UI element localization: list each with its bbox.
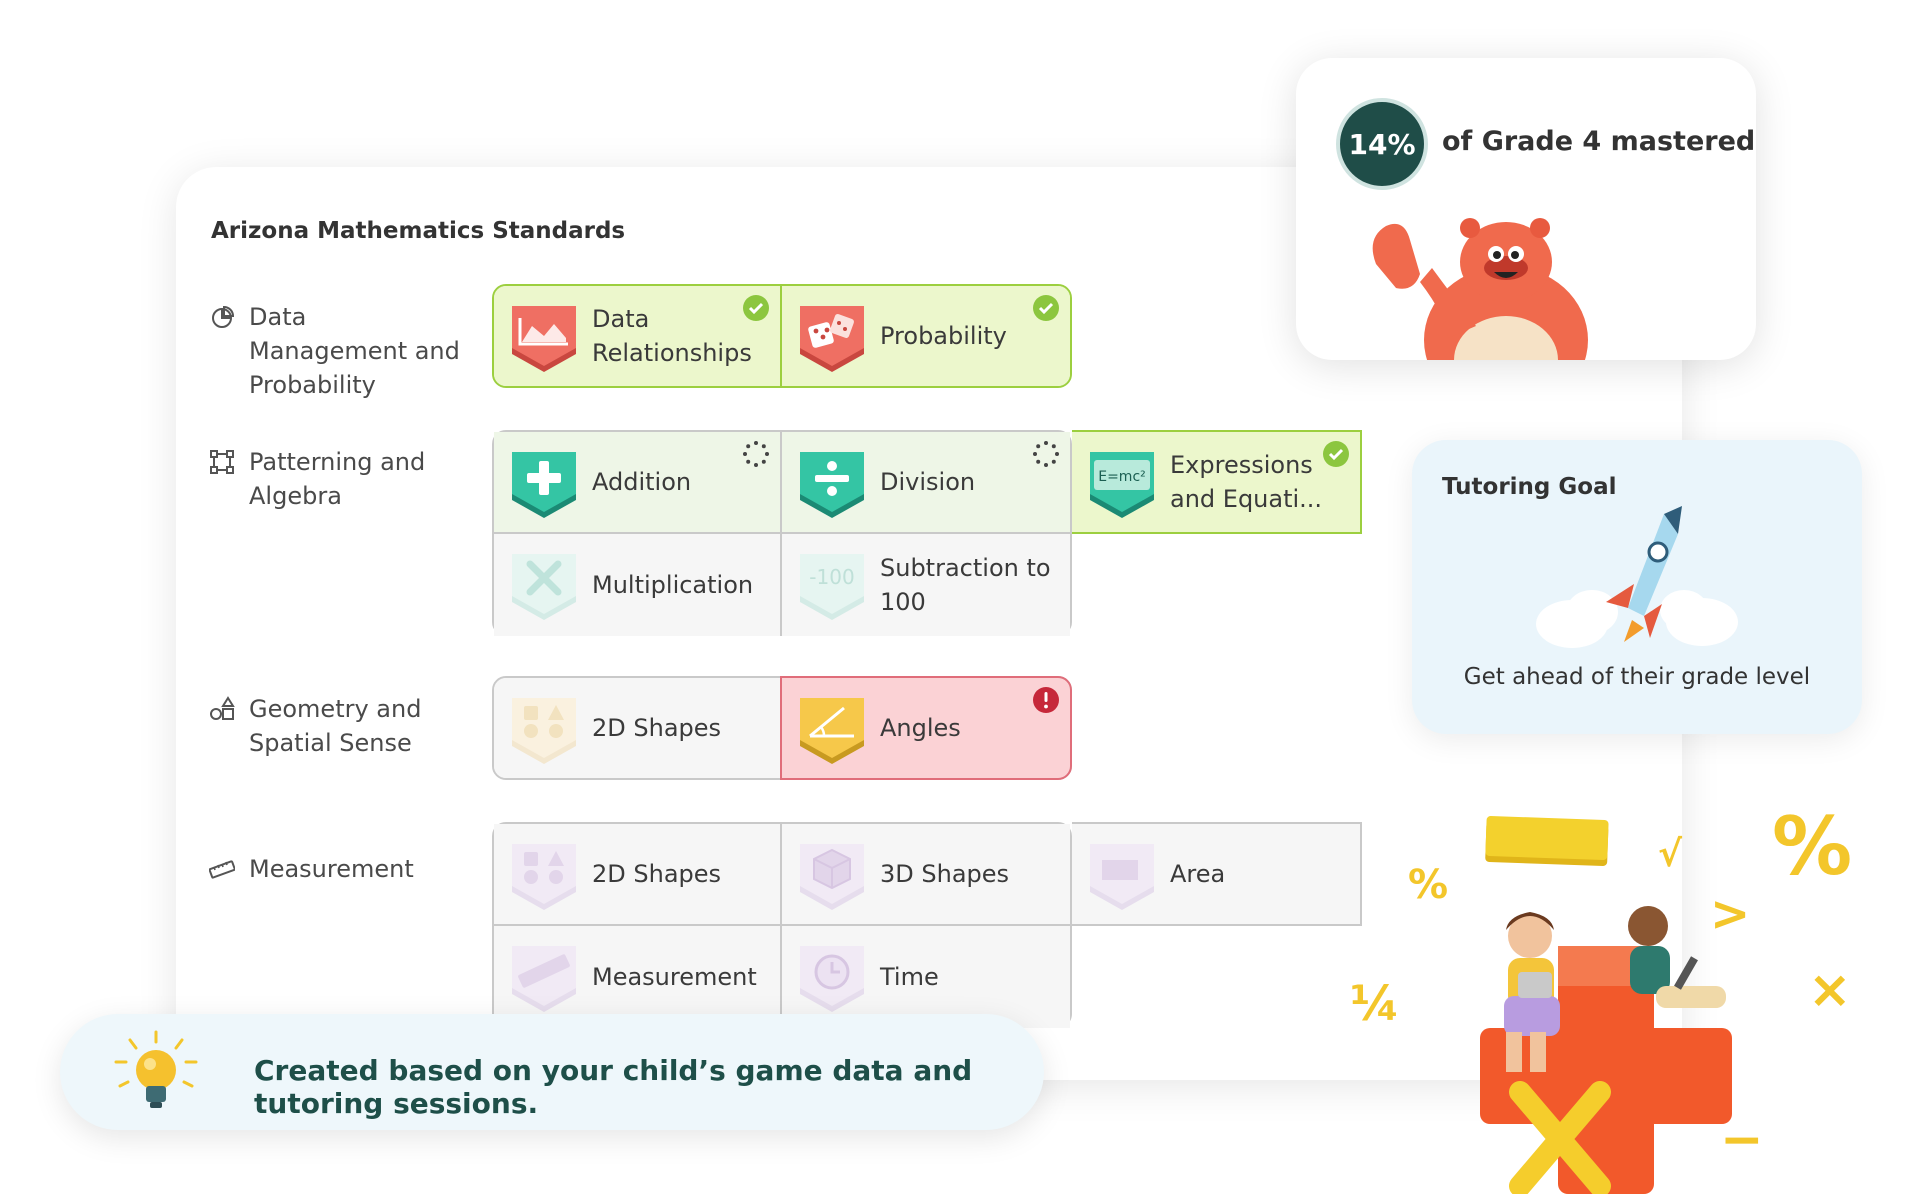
check-icon — [743, 295, 769, 321]
quarter-symbol-decoration: ¼ — [1350, 976, 1400, 1032]
tile-time[interactable]: Time — [782, 926, 1070, 1028]
category-label: Patterning and Algebra — [249, 448, 426, 510]
check-icon — [1033, 295, 1059, 321]
tile-expressions[interactable]: E=mc² Expressions and Equati... — [1072, 430, 1362, 534]
badge-text: -100 — [809, 565, 854, 589]
mastery-text: of Grade 4 mastered — [1442, 126, 1756, 157]
alert-icon — [1033, 687, 1059, 713]
cube-badge-icon — [800, 844, 864, 910]
category-label: Data Management and Probability — [249, 303, 460, 399]
measurement-grid: 2D Shapes 3D Shapes Measurement — [492, 822, 1072, 1028]
tile-label: Area — [1170, 860, 1226, 888]
angle-badge-icon — [800, 698, 864, 764]
tile-label: Expressions and Equati... — [1170, 451, 1323, 513]
pie-chart-icon — [209, 300, 237, 334]
tile-label: Probability — [880, 322, 1007, 350]
tile-measurement[interactable]: Measurement — [494, 926, 782, 1028]
shapes-icon — [209, 692, 237, 726]
percent-symbol-large-decoration: % — [1772, 800, 1853, 893]
tile-label: Subtraction to 100 — [880, 554, 1051, 616]
check-icon — [1323, 441, 1349, 467]
goal-subtitle: Get ahead of their grade level — [1463, 664, 1811, 690]
grade-mastery-card: 14% of Grade 4 mastered — [1296, 58, 1756, 360]
tile-label: 2D Shapes — [592, 860, 722, 888]
category-data-management: Data Management and Probability — [209, 300, 469, 402]
banner-text: Created based on your child’s game data … — [254, 1054, 973, 1120]
mastery-percent-badge: 14% — [1336, 98, 1428, 190]
times-symbol-decoration: × — [1808, 960, 1852, 1020]
category-label: Geometry and Spatial Sense — [249, 695, 422, 757]
minus-100-badge-icon: -100 — [800, 554, 864, 620]
clock-badge-icon — [800, 946, 864, 1012]
tutoring-goal-card: Tutoring Goal Get ahead of their grade l… — [1412, 440, 1862, 734]
tile-3d-shapes[interactable]: 3D Shapes — [782, 824, 1070, 926]
tile-angles[interactable]: Angles — [782, 678, 1070, 778]
category-geometry: Geometry and Spatial Sense — [209, 692, 449, 760]
category-measurement: Measurement — [209, 852, 449, 886]
tile-label: Division — [880, 468, 976, 496]
lightbulb-icon — [114, 1030, 198, 1108]
patterning-grid: Addition Division Multiplication — [492, 430, 1072, 636]
tile-addition[interactable]: Addition — [494, 432, 782, 534]
in-progress-icon — [743, 441, 769, 467]
times-badge-icon — [512, 554, 576, 620]
tile-probability[interactable]: Probability — [782, 286, 1070, 386]
tile-measurement-2d-shapes[interactable]: 2D Shapes — [494, 824, 782, 926]
tile-label: Addition — [592, 468, 692, 496]
category-label: Measurement — [249, 855, 414, 883]
line-chart-badge-icon — [512, 306, 576, 372]
tile-data-relationships[interactable]: Data Relationships — [494, 286, 782, 386]
minus-block-decoration — [1485, 815, 1609, 861]
goal-title: Tutoring Goal — [1442, 474, 1617, 500]
tile-multiplication[interactable]: Multiplication — [494, 534, 782, 636]
tile-label: Measurement — [592, 963, 757, 991]
tile-label: Multiplication — [592, 571, 754, 599]
standards-title: Arizona Mathematics Standards — [211, 218, 626, 244]
divide-badge-icon — [800, 452, 864, 518]
check-root-decoration: √ — [1658, 834, 1683, 875]
tile-division[interactable]: Division — [782, 432, 1070, 534]
data-management-grid: Data Relationships Probability — [492, 284, 1072, 388]
greater-than-decoration: > — [1710, 886, 1751, 942]
info-banner: Created based on your child’s game data … — [60, 1014, 1044, 1130]
tile-label: Time — [880, 963, 939, 991]
dice-badge-icon — [800, 306, 864, 372]
ruler-icon — [209, 852, 237, 886]
tile-label: 3D Shapes — [880, 860, 1010, 888]
tile-area[interactable]: Area — [1072, 822, 1362, 926]
shapes-badge-icon — [512, 698, 576, 764]
kids-on-plus-illustration — [1480, 906, 1732, 1194]
in-progress-icon — [1033, 441, 1059, 467]
plus-badge-icon — [512, 452, 576, 518]
tile-2d-shapes[interactable]: 2D Shapes — [494, 678, 782, 778]
area-badge-icon — [1090, 844, 1154, 910]
tile-label: 2D Shapes — [592, 714, 722, 742]
category-patterning: Patterning and Algebra — [209, 445, 449, 513]
geometry-grid: 2D Shapes Angles — [492, 676, 1072, 780]
vector-square-icon — [209, 445, 237, 479]
badge-text: E=mc² — [1098, 469, 1146, 485]
emc2-badge-icon: E=mc² — [1090, 452, 1154, 518]
percent-symbol-decoration: % — [1408, 862, 1449, 908]
tile-label: Angles — [880, 714, 961, 742]
shapes-badge-icon — [512, 844, 576, 910]
tile-subtraction[interactable]: -100 Subtraction to 100 — [782, 534, 1070, 636]
rocket-icon — [1536, 506, 1738, 648]
tile-label: Data Relationships — [592, 305, 752, 367]
ruler-badge-icon — [512, 946, 576, 1012]
monster-mascot-icon — [1372, 218, 1588, 360]
